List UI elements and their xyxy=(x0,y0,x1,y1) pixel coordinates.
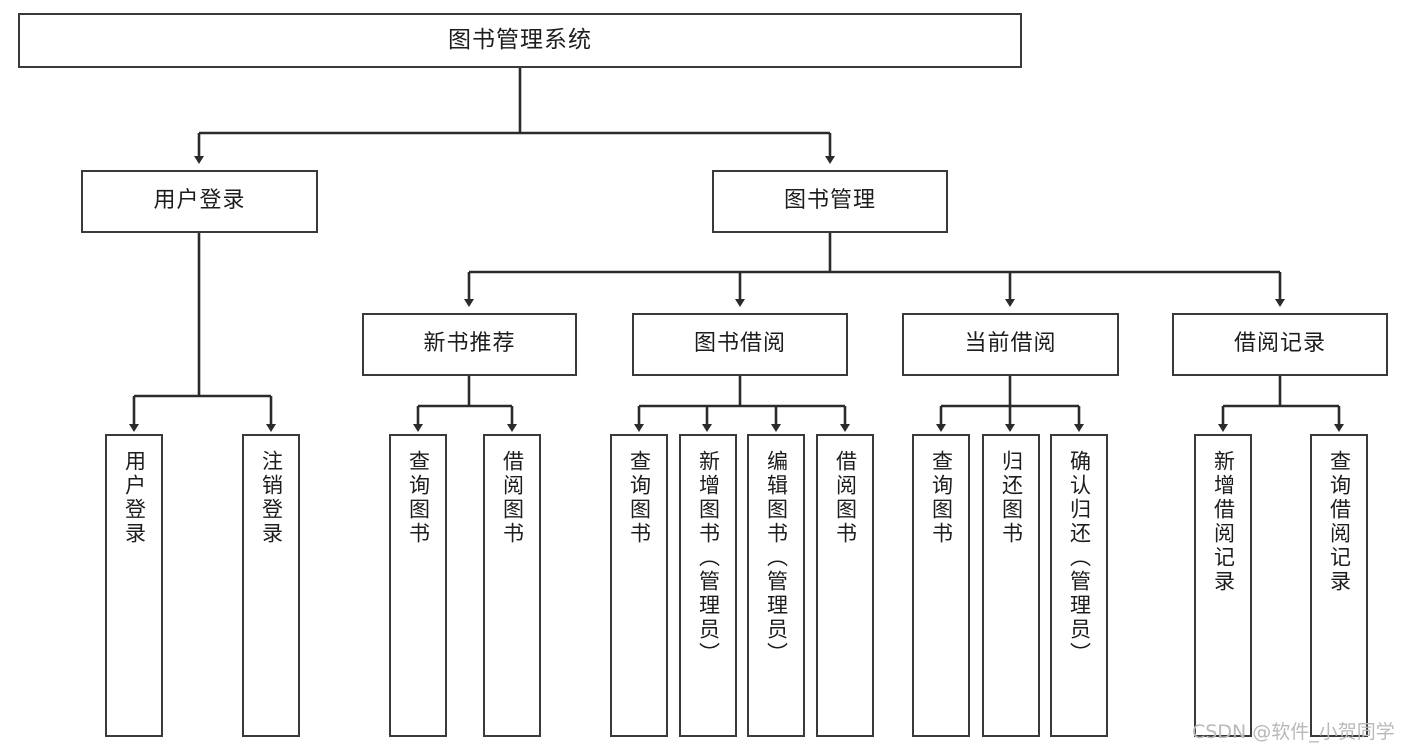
leaf-current-borrow-query[interactable]: 查询图书 xyxy=(912,434,970,737)
node-label: 归还图书 xyxy=(999,450,1024,546)
node-root-book-management-system[interactable]: 图书管理系统 xyxy=(18,13,1022,68)
node-borrow-record[interactable]: 借阅记录 xyxy=(1172,313,1388,376)
leaf-user-login-login[interactable]: 用户登录 xyxy=(105,434,163,737)
leaf-borrow-record-add[interactable]: 新增借阅记录 xyxy=(1194,434,1252,737)
leaf-book-borrow-borrow[interactable]: 借阅图书 xyxy=(816,434,874,737)
node-label: 用户登录 xyxy=(153,188,246,214)
node-label: 借阅图书 xyxy=(833,450,858,546)
node-label: 编辑图书（管理员） xyxy=(764,450,789,666)
node-new-book-recommend[interactable]: 新书推荐 xyxy=(362,313,577,376)
node-label: 注销登录 xyxy=(259,450,284,546)
node-label: 借阅记录 xyxy=(1233,331,1326,357)
node-user-login[interactable]: 用户登录 xyxy=(81,170,318,233)
node-label: 图书管理系统 xyxy=(448,26,592,53)
node-book-management[interactable]: 图书管理 xyxy=(712,170,948,233)
node-label: 查询图书 xyxy=(627,450,652,546)
node-label: 查询图书 xyxy=(929,450,954,546)
leaf-book-borrow-add[interactable]: 新增图书（管理员） xyxy=(679,434,737,737)
node-label: 查询借阅记录 xyxy=(1327,450,1352,594)
leaf-current-borrow-confirm-return[interactable]: 确认归还（管理员） xyxy=(1050,434,1108,737)
node-label: 新增图书（管理员） xyxy=(696,450,721,666)
csdn-watermark: CSDN @软件_小贺同学 xyxy=(1192,721,1395,743)
leaf-current-borrow-return[interactable]: 归还图书 xyxy=(982,434,1040,737)
leaf-book-borrow-query[interactable]: 查询图书 xyxy=(610,434,668,737)
node-label: 新书推荐 xyxy=(423,331,516,357)
node-label: 借阅图书 xyxy=(500,450,525,546)
node-label: 当前借阅 xyxy=(964,331,1057,357)
leaf-borrow-record-query[interactable]: 查询借阅记录 xyxy=(1310,434,1368,737)
node-label: 查询图书 xyxy=(406,450,431,546)
leaf-book-borrow-edit[interactable]: 编辑图书（管理员） xyxy=(747,434,805,737)
node-label: 图书管理 xyxy=(783,188,876,214)
node-label: 新增借阅记录 xyxy=(1211,450,1236,594)
leaf-new-book-query[interactable]: 查询图书 xyxy=(389,434,447,737)
node-label: 用户登录 xyxy=(122,450,147,546)
node-label: 图书借阅 xyxy=(693,331,786,357)
leaf-user-login-logout[interactable]: 注销登录 xyxy=(242,434,300,737)
leaf-new-book-borrow[interactable]: 借阅图书 xyxy=(483,434,541,737)
node-current-borrow[interactable]: 当前借阅 xyxy=(902,313,1119,376)
node-label: 确认归还（管理员） xyxy=(1067,450,1092,666)
node-book-borrow[interactable]: 图书借阅 xyxy=(632,313,848,376)
